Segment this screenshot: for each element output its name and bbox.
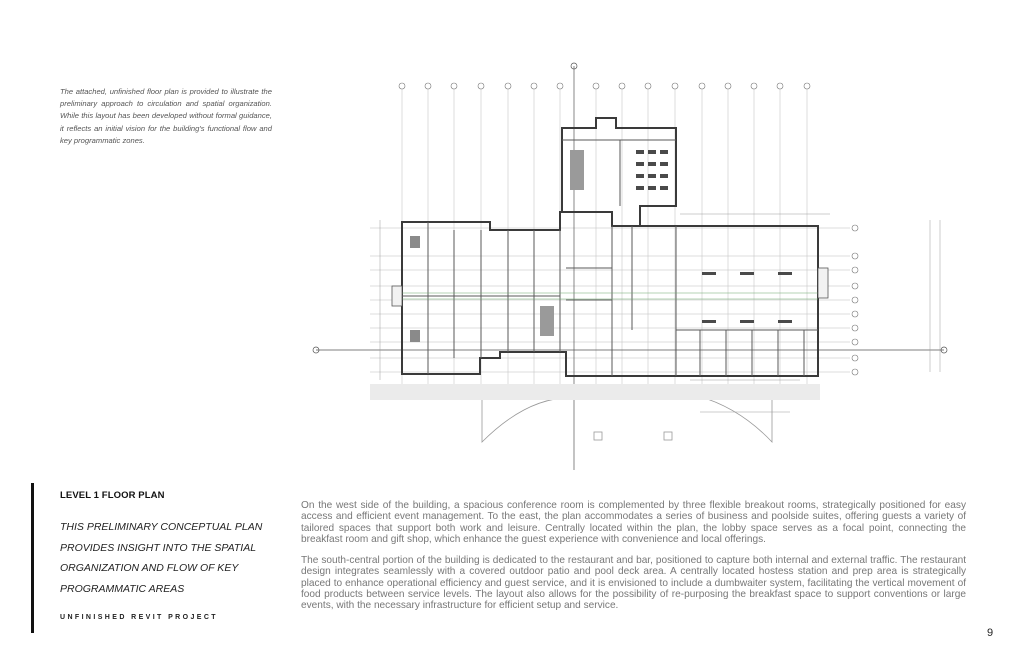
dimension-lines (379, 213, 941, 413)
building-walls (401, 117, 819, 377)
grid-lines (370, 88, 850, 400)
body-paragraph-2: The south-central portion of the buildin… (301, 555, 966, 612)
grid-bubbles (398, 82, 859, 376)
interior-walls (402, 139, 818, 376)
section-subtitle: THIS PRELIMINARY CONCEPTUAL PLAN PROVIDE… (60, 521, 263, 595)
body-paragraph-1: On the west side of the building, a spac… (301, 500, 966, 545)
body-text: On the west side of the building, a spac… (301, 500, 966, 622)
east-stair (817, 267, 829, 299)
site-band (370, 384, 820, 400)
west-stair (391, 285, 403, 307)
floor-plan-drawing (312, 62, 948, 470)
section-accent-rule (31, 483, 34, 633)
floor-plan-intro-note: The attached, unfinished floor plan is p… (60, 87, 272, 145)
section-title: LEVEL 1 FLOOR PLAN (60, 490, 165, 501)
section-markers (312, 62, 948, 470)
furniture (410, 150, 792, 342)
project-tag: UNFINISHED REVIT PROJECT (60, 614, 218, 621)
page-number: 9 (987, 627, 994, 639)
corridor (402, 292, 818, 300)
